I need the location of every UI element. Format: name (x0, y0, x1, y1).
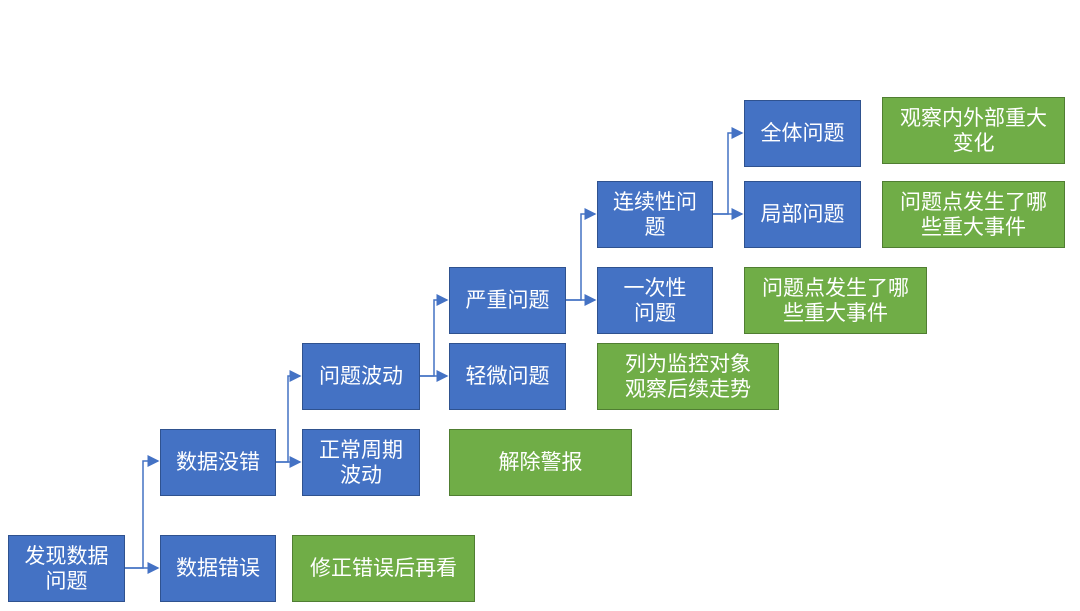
node-one-time-problem: 一次性 问题 (597, 267, 713, 334)
node-problem-fluctuation-label: 问题波动 (319, 364, 403, 389)
node-data-ok-label: 数据没错 (176, 450, 260, 475)
node-minor-problem: 轻微问题 (449, 343, 566, 410)
action-fix-and-review: 修正错误后再看 (292, 535, 475, 602)
connector-continuous-to-global (713, 127, 744, 215)
node-global-problem-label: 全体问题 (760, 121, 845, 146)
connector-discover-to-data-ok (125, 455, 160, 569)
action-global-changes: 观察内外部重大 变化 (882, 97, 1065, 164)
node-severe-problem: 严重问题 (449, 267, 566, 334)
node-local-problem: 局部问题 (744, 181, 861, 248)
node-continuous-problem-label: 连续性问 题 (613, 189, 697, 239)
node-data-wrong-label: 数据错误 (176, 556, 260, 581)
action-fix-and-review-label: 修正错误后再看 (310, 556, 457, 581)
action-clear-alarm-label: 解除警报 (498, 450, 583, 475)
action-local-events-label: 问题点发生了哪 些重大事件 (900, 189, 1047, 239)
node-severe-problem-label: 严重问题 (465, 288, 550, 313)
node-global-problem: 全体问题 (744, 100, 861, 167)
action-global-changes-label: 观察内外部重大 变化 (900, 105, 1047, 155)
action-one-time-events: 问题点发生了哪 些重大事件 (744, 267, 927, 334)
node-data-wrong: 数据错误 (160, 535, 276, 602)
connector-severe-to-continuous (566, 208, 597, 301)
node-discover-data-problem: 发现数据 问题 (8, 535, 125, 602)
node-local-problem-label: 局部问题 (760, 202, 845, 227)
action-local-events: 问题点发生了哪 些重大事件 (882, 181, 1065, 248)
node-data-ok: 数据没错 (160, 429, 276, 496)
action-one-time-events-label: 问题点发生了哪 些重大事件 (762, 275, 909, 325)
connector-fluctuation-to-severe (420, 294, 449, 377)
node-discover-data-problem-label: 发现数据 问题 (24, 543, 109, 593)
node-normal-periodic-fluctuation-label: 正常周期 波动 (319, 437, 403, 487)
node-problem-fluctuation: 问题波动 (302, 343, 420, 410)
node-continuous-problem: 连续性问 题 (597, 181, 713, 248)
action-clear-alarm: 解除警报 (449, 429, 632, 496)
node-normal-periodic-fluctuation: 正常周期 波动 (302, 429, 420, 496)
connector-data-ok-to-fluctuation (276, 370, 302, 463)
node-one-time-problem-label: 一次性 问题 (623, 275, 687, 325)
action-monitor-trend: 列为监控对象 观察后续走势 (597, 343, 779, 410)
node-minor-problem-label: 轻微问题 (465, 364, 550, 389)
action-monitor-trend-label: 列为监控对象 观察后续走势 (625, 351, 751, 401)
